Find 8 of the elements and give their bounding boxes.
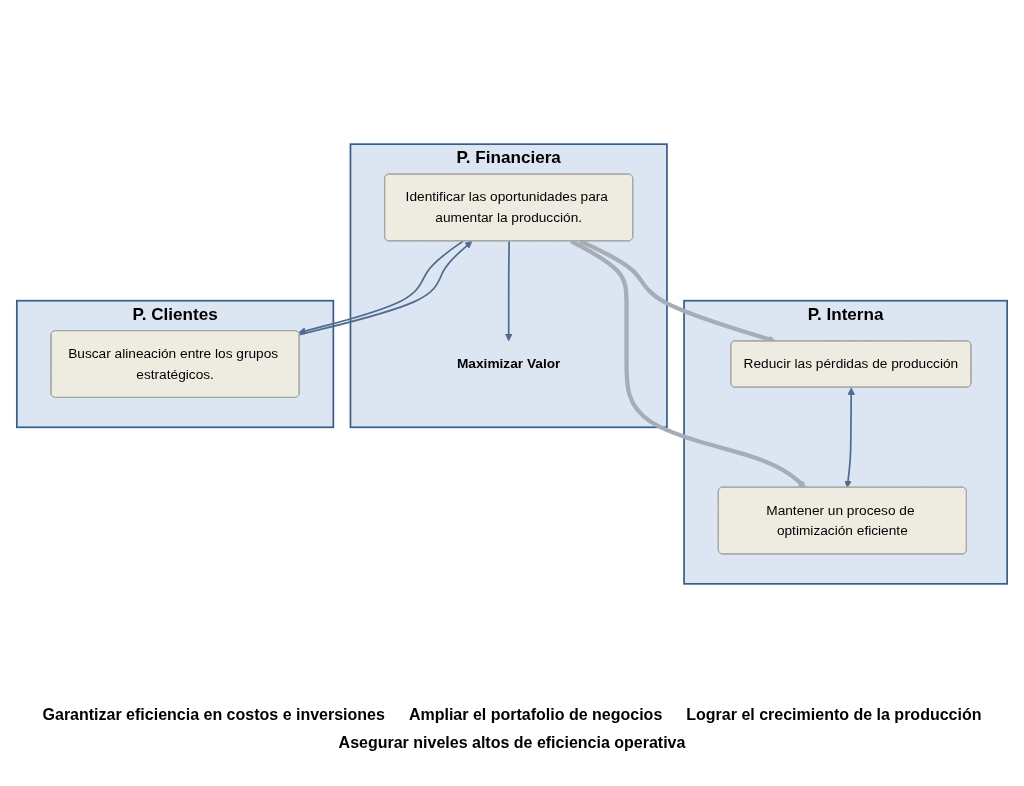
- node-text: Maximizar Valor: [456, 356, 561, 371]
- objective-text: Garantizar eficiencia en costos e inversiones: [42, 706, 385, 724]
- objective-text: Asegurar niveles altos de eficiencia operativa: [338, 734, 686, 752]
- arrow: [504, 240, 513, 342]
- objective-text: Lograr el crecimiento de la producción: [686, 706, 982, 724]
- arrow: [844, 387, 855, 488]
- arrow: [570, 239, 806, 488]
- objective-text: Ampliar el portafolio de negocios: [408, 706, 663, 724]
